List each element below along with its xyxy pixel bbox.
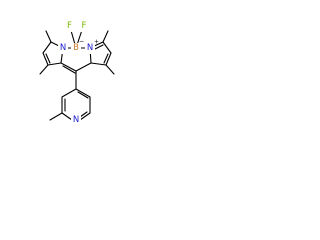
bond-left-methyl-top (45, 30, 52, 43)
bond-left-cb-ca2 (47, 62, 62, 66)
nitrogen-label-right: N (87, 43, 93, 53)
bond-py-c2-n-double (79, 111, 88, 118)
boron-label: B (73, 43, 79, 53)
bond-right-methyl-top (102, 30, 109, 43)
structure-canvas: F F B − N N + N (0, 0, 152, 152)
bond-meso-right-ca2 (75, 62, 92, 72)
bond-right-cb-cb (105, 52, 112, 66)
nitrogen-label-left: N (60, 43, 66, 53)
bond-layer (39, 26, 115, 121)
nitrogen-charge: + (94, 39, 99, 46)
bond-left-cb-cb-double (45, 53, 51, 64)
bond-py-n-c6 (61, 112, 73, 121)
nitrogen-label-pyridine: N (73, 115, 79, 125)
bond-right-ca-cb (102, 41, 112, 54)
fluorine-label-left: F (67, 21, 72, 31)
bond-left-cb-cb (42, 52, 49, 66)
bond-right-methyl-bottom (105, 64, 115, 75)
bond-py-c4-c3-double (77, 91, 89, 99)
bond-left-ca-cb (42, 41, 52, 54)
bond-py-c5-c4 (61, 88, 77, 98)
bodipy-structure: F F B − N N + N (39, 21, 115, 126)
bond-py-c2-n (79, 112, 91, 121)
bond-py-methyl (49, 112, 63, 121)
bond-left-ca2-meso-double (62, 65, 76, 74)
bond-right-cb-ca2 (90, 62, 107, 66)
boron-charge: − (79, 39, 84, 46)
fluorine-label-right: F (82, 21, 87, 31)
bond-py-c4-c3 (75, 88, 91, 98)
atom-label-layer: F F B − N N + N (58, 21, 99, 126)
bond-right-cb-cb-double (103, 53, 109, 64)
bond-left-ca2-meso (60, 62, 77, 72)
bond-left-methyl-bottom (39, 64, 49, 75)
